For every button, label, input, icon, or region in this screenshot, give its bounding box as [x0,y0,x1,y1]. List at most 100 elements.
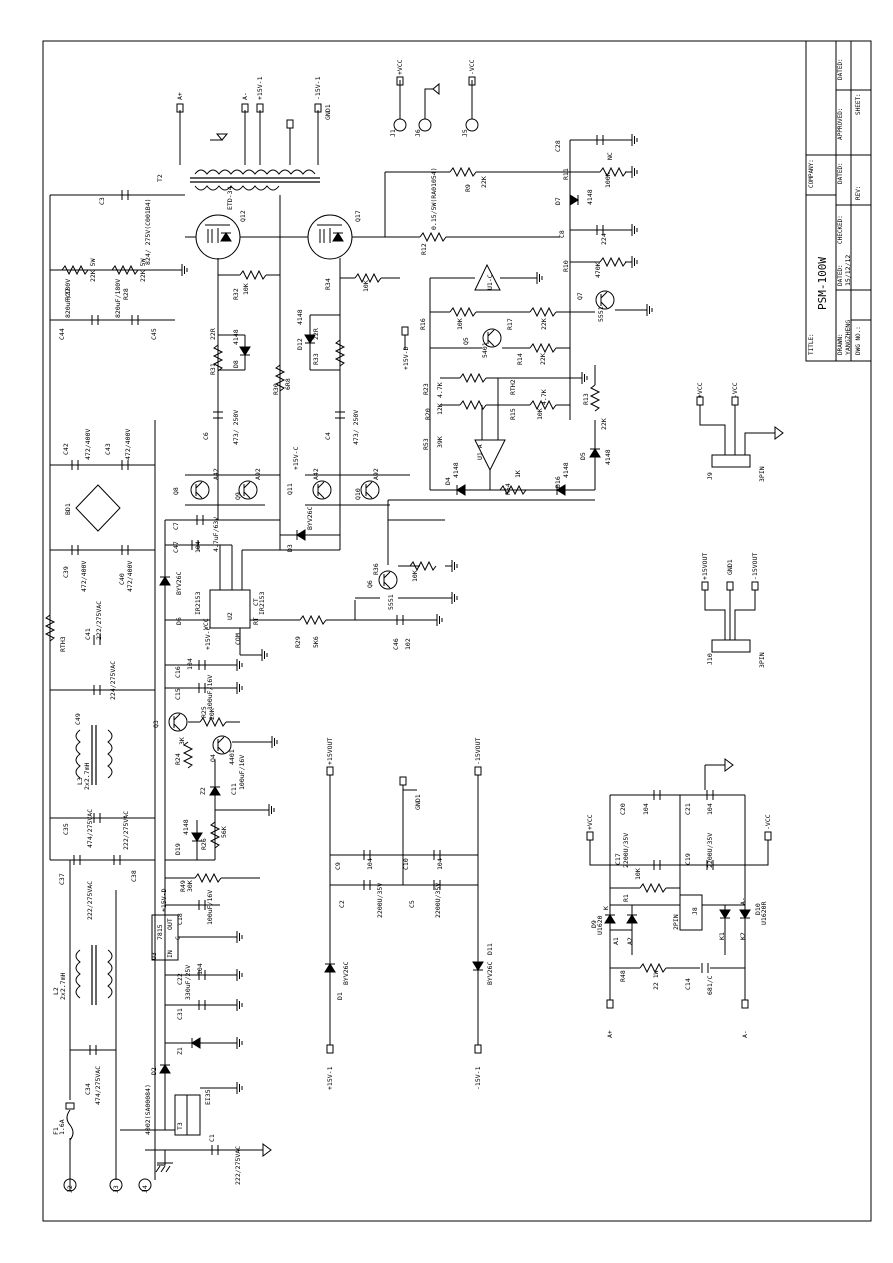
c14-label: C14 [684,978,692,990]
j2-label: J2 [66,1185,74,1193]
d10-label: D10 [754,903,762,915]
c45-value: 820uF/180V [114,279,122,318]
d3-label: D3 [286,544,294,552]
c34-label: C34 [84,1083,92,1095]
t2-core: ETD-34 [226,186,234,210]
q5-label: Q5 [462,337,470,345]
q12-label: Q12 [239,210,247,222]
c10-label: C10 [402,858,410,870]
connector-j10: J10 3PIN +15VOUT GND1 -15VOUT [701,553,766,668]
r17-value: 22K [540,318,548,330]
d7-value: 4148 [586,189,594,205]
ic-u2-ir2153: U2 IR2153 IR2153 VCC COM RT CT R29 5K6 [165,505,355,662]
r54-value: 1K [514,470,522,478]
r36-label: R36 [372,563,380,575]
r27-value: 22K 5W [89,258,97,282]
r11-label: R11 [562,168,570,180]
sheet-label: SHEET: [855,93,862,115]
z2-label: Z2 [199,787,207,795]
u3-value: 7815 [156,924,164,940]
q10-type: A92 [372,468,380,480]
c44-label: C44 [58,328,66,340]
drawing-title: PSM-100W [816,257,829,310]
c3-value: 824/ 275V(C001B4) [144,198,152,265]
connector-j9: J9 3PIN +VCC -VCC [696,382,784,482]
r13-label: R13 [582,393,590,405]
p15v1-out-label: +15V-1 [326,1066,334,1090]
p15vd-label-2: +15V-D [402,346,410,370]
c2-value: 2200U/35V [376,883,384,918]
d9-a2: A2 [626,937,634,945]
d19-label: D19 [174,843,182,855]
feedback-section: R9 22K C28 NC R11 100K D7 4148 C8 224 R1… [384,133,653,420]
c31-label: C31 [176,1008,184,1020]
q9-type: A92 [254,468,262,480]
r16-label: R16 [419,318,427,330]
drawing-frame [42,40,872,1222]
r12-label: R12 [420,243,428,255]
transformer-t2: T2 ETD-34 A+ A- +15V-1 -15V-1 GND1 [156,76,332,210]
mvcc-label-3: -VCC [764,814,772,830]
d9-k: K [602,906,610,910]
transformer-t3: T3 EI35 C1 222/275VAC [120,1081,272,1185]
c4-value: 473/ 250V [352,410,360,445]
c5-value: 2200U/35V [434,883,442,918]
output-15v-section: +15VOUT -15VOUT GND1 C9 104 C10 104 C2 2… [324,738,494,1090]
q7-value: 5551 [597,306,605,322]
q8-type: A42 [212,468,220,480]
r10-value: 470K [594,262,602,278]
d16-value: 4148 [562,462,570,478]
c19-label: C19 [684,853,692,865]
r54-label: R54 [504,483,512,495]
bridge-rectifier: C39 472/400V C40 472/400V BD1 C42 472/40… [50,429,155,592]
c11-label: C11 [230,783,238,795]
d5-value: 4148 [604,449,612,465]
q10-label: Q10 [354,488,362,500]
op-amp-u1c: U1-C [430,263,543,291]
r12-value: 0.15/5W(RA01054) [430,167,438,230]
q4-value: 4401 [228,749,236,765]
r53-value: 39K [436,436,444,448]
j10-p15vout: +15VOUT [701,553,709,580]
checked-label: CHECKED: [837,215,844,244]
j3-label: J3 [112,1185,120,1193]
c39-value: 472/400V [80,561,88,592]
c43-label: C43 [104,443,112,455]
r28-value: 22K 5W [139,258,147,282]
p15vc-label-1: +15V-C [292,446,300,470]
d10-k2: K2 [739,932,747,940]
r23-label: R23 [422,383,430,395]
p15vd-label-1: +15V-D [160,888,168,912]
r28-label: R28 [122,288,130,300]
j10-gnd1: GND1 [726,559,734,575]
c4-label: C4 [324,432,332,440]
r36-value: 10K [411,570,419,582]
d8-label: D8 [232,360,240,368]
c35-value: 474/275VAC [86,809,94,848]
c38-label: C38 [130,870,138,882]
r33-label: R33 [312,353,320,365]
r26-label: R26 [200,838,208,850]
rth2-series-value: 4.7K [540,389,548,405]
bd1-label: BD1 [64,503,72,515]
c9-label: C9 [334,862,342,870]
company-label: COMPANY: [808,159,815,188]
q7-label: Q7 [576,292,584,300]
d2-label: D2 [150,1067,158,1075]
rth3-label: RTH3 [59,636,67,652]
r16-value: 10K [456,318,464,330]
j1-label: J1 [389,129,397,137]
c41-label: C41 [84,628,92,640]
a-plus-out-label: A+ [606,1030,614,1038]
bulk-capacitors: C44 820uF/180V C45 820uF/180V R27 22K 5W… [49,189,188,420]
gate-drive-right: R30 6R8 R34 10K D12 4148 R33 22R [272,195,400,550]
r20-value: 12K [436,403,444,415]
q6-label: Q6 [366,580,374,588]
d10-a: A- [739,897,747,905]
d6-label: D6 [175,617,183,625]
c22-value: 104 [196,963,204,975]
d19-value: 4148 [182,819,190,835]
u1a-label: U1-A [476,444,484,460]
r10-label: R10 [562,260,570,272]
